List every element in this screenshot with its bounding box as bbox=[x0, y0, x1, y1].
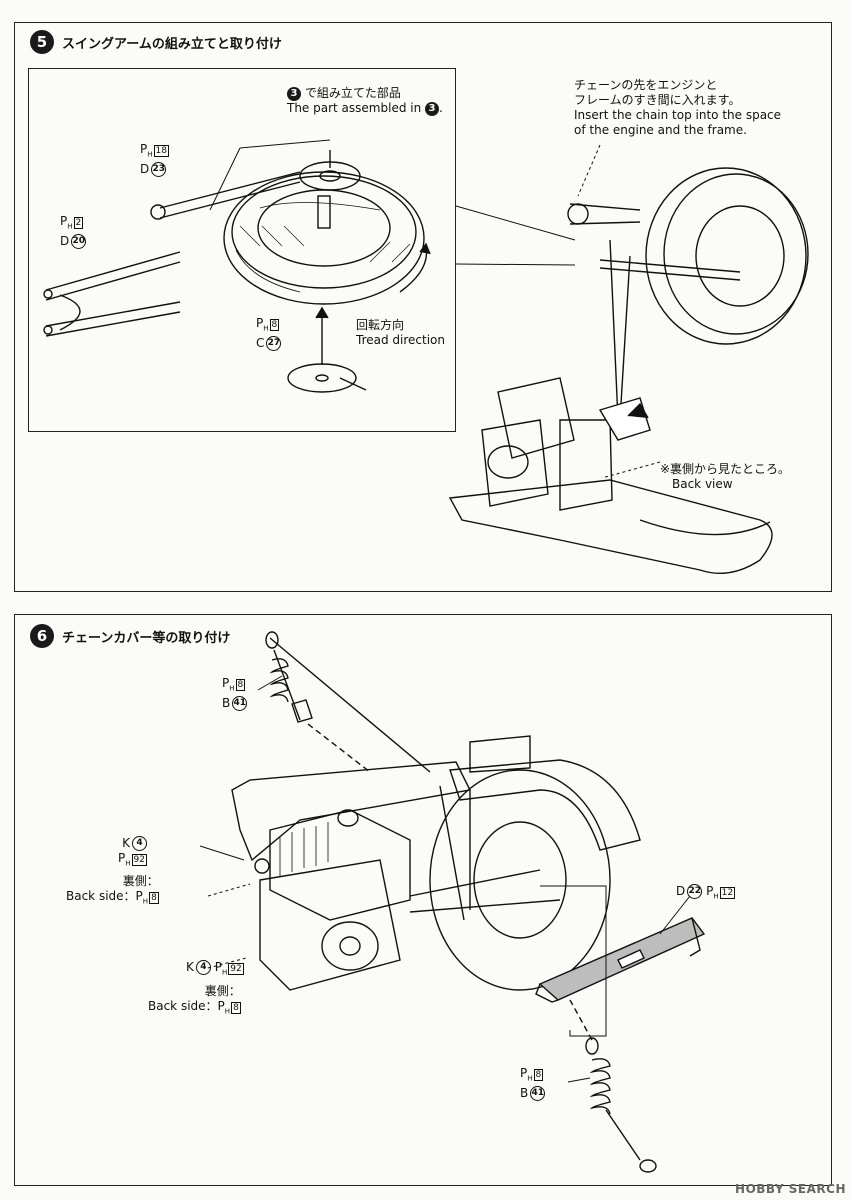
watermark: HOBBY SEARCH bbox=[735, 1182, 846, 1196]
drive-chain bbox=[409, 869, 561, 913]
step6-title: チェーンカバー等の取り付け bbox=[62, 630, 231, 646]
ref-step3-badge: 3 bbox=[287, 86, 301, 101]
chain-instruction: チェーンの先をエンジンと フレームのすき間に入れます。 Insert the c… bbox=[574, 78, 782, 137]
ref-step3-badge-en: 3 bbox=[425, 101, 440, 116]
step5-title: スイングアームの組み立てと取り付け bbox=[62, 36, 282, 52]
engine-block bbox=[254, 809, 411, 991]
step6-header: 6 チェーンカバー等の取り付け bbox=[30, 624, 230, 648]
step5-drawing bbox=[43, 139, 809, 575]
step5-inset-box bbox=[28, 68, 456, 432]
step5-header: 5 スイングアームの組み立てと取り付け bbox=[30, 30, 282, 54]
step5-panel bbox=[14, 22, 832, 592]
frame-and-engine bbox=[448, 239, 773, 575]
ref-assembled-en: The part assembled in bbox=[287, 101, 422, 115]
tread-direction-label: 回転方向 Tread direction bbox=[356, 318, 445, 347]
swing-arm-d20 bbox=[43, 251, 181, 337]
rear-wheel-right bbox=[567, 167, 809, 345]
step5-number: 5 bbox=[30, 30, 54, 54]
chain-cover-d22 bbox=[535, 917, 706, 1003]
frame-rear-fender bbox=[231, 735, 641, 991]
ref-assembled-label: 3 で組み立てた部品 The part assembled in 3. bbox=[287, 86, 443, 116]
shock-absorber-top bbox=[265, 631, 431, 773]
ref-assembled-jp: で組み立てた部品 bbox=[304, 86, 401, 100]
step6-number: 6 bbox=[30, 624, 54, 648]
back-view-note: ※裏側から見たところ。 Back view bbox=[660, 462, 791, 491]
sprocket-c27 bbox=[287, 306, 367, 393]
chain-arm-d23 bbox=[150, 139, 331, 220]
shock-absorber-bottom bbox=[569, 999, 657, 1173]
step6-panel bbox=[14, 614, 832, 1186]
rear-wheel-assembly bbox=[223, 150, 425, 305]
inset-connector bbox=[455, 205, 576, 266]
